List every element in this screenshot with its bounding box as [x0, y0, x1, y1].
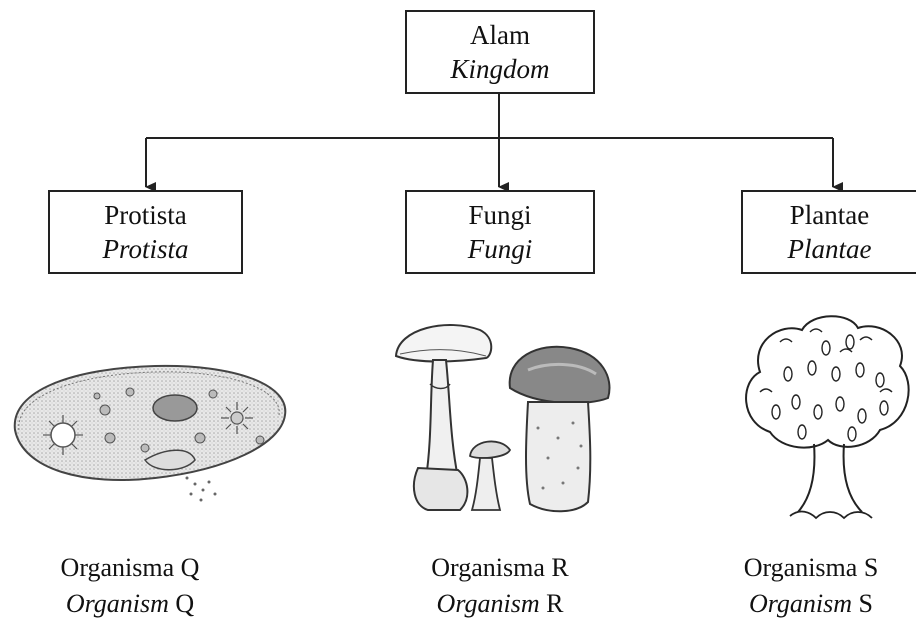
kingdom-label-english: Kingdom	[407, 52, 593, 86]
plantae-box: Plantae Plantae	[741, 190, 916, 274]
fungi-label-malay: Fungi	[407, 198, 593, 232]
caption-s-english: Organism S	[706, 586, 916, 622]
plantae-label-malay: Plantae	[743, 198, 916, 232]
caption-r-english: Organism R	[370, 586, 630, 622]
kingdom-label-malay: Alam	[407, 18, 593, 52]
plantae-label-english: Plantae	[743, 232, 916, 266]
fungi-box: Fungi Fungi	[405, 190, 595, 274]
caption-organism-r: Organisma R Organism R	[370, 550, 630, 622]
protista-box: Protista Protista	[48, 190, 243, 274]
fungi-label-english: Fungi	[407, 232, 593, 266]
mushroom-illustration	[388, 318, 628, 518]
kingdom-box: Alam Kingdom	[405, 10, 595, 94]
protista-label-english: Protista	[50, 232, 241, 266]
caption-q-malay: Organisma Q	[0, 550, 260, 586]
caption-q-english: Organism Q	[0, 586, 260, 622]
caption-organism-q: Organisma Q Organism Q	[0, 550, 260, 622]
protist-illustration	[5, 360, 295, 510]
tree-illustration	[740, 312, 916, 527]
caption-r-malay: Organisma R	[370, 550, 630, 586]
caption-organism-s: Organisma S Organism S	[706, 550, 916, 622]
protista-label-malay: Protista	[50, 198, 241, 232]
caption-s-malay: Organisma S	[706, 550, 916, 586]
